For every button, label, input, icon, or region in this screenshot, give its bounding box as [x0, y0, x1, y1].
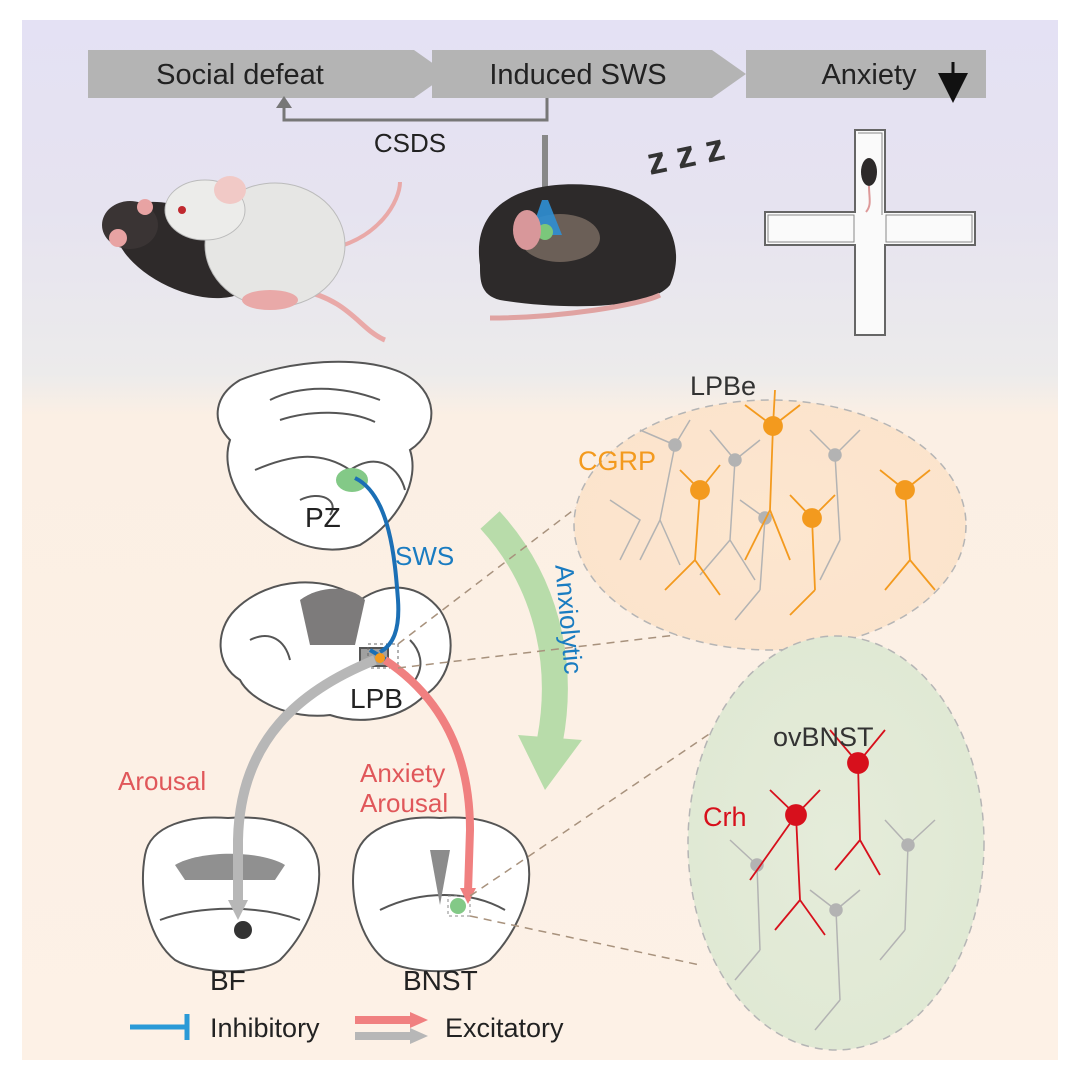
mouse-in-maze	[861, 158, 877, 186]
pz-label: PZ	[305, 502, 341, 533]
ovbnst-title: ovBNST	[773, 722, 874, 752]
bnst-region	[450, 898, 466, 914]
step-social-defeat-arrow	[88, 50, 448, 98]
legend-inhibitory-label: Inhibitory	[210, 1013, 320, 1043]
elevated-plus-maze-illustration	[764, 129, 976, 336]
pz-region	[336, 468, 368, 492]
sws-inhibitory-pathway	[354, 476, 401, 654]
brain-section-bf	[142, 816, 321, 973]
csds-label: CSDS	[374, 128, 446, 158]
ovbnst-crh-neurons	[749, 729, 886, 936]
brain-section-bnst	[352, 816, 531, 973]
legend-excitatory-label: Excitatory	[445, 1013, 564, 1043]
arousal-pathway-label: Arousal	[360, 788, 448, 818]
lpbe-cgrp-neurons	[664, 389, 936, 616]
step-social-defeat-label: Social defeat	[156, 59, 324, 91]
cgrp-soma-2	[690, 480, 710, 500]
step-induced-sws-arrow	[432, 50, 746, 98]
cgrp-soma-1	[763, 416, 783, 436]
sleeping-mouse-illustration: z z z	[478, 126, 728, 321]
cgrp-soma-3	[895, 480, 915, 500]
csds-feedback-arrowhead	[276, 96, 292, 108]
arousal-label: Arousal	[118, 766, 206, 796]
csds-feedback-line	[282, 98, 549, 122]
bnst-zoom-box	[447, 895, 471, 917]
crh-label: Crh	[703, 802, 747, 832]
step-anxiety-box	[746, 50, 986, 98]
crh-soma-1	[847, 752, 869, 774]
ovbnst-inset-ellipse	[687, 635, 985, 1051]
arousal-pathway-to-bf	[233, 655, 377, 905]
lpb-zoom-box	[367, 643, 399, 669]
ovbnst-gray-neurons	[729, 819, 936, 1031]
workflow-bar: Social defeat Induced SWS Anxiety CSDS	[88, 50, 986, 158]
lpbe-gray-neurons	[609, 419, 861, 621]
sws-label: SWS	[395, 541, 454, 571]
crh-soma-2	[785, 804, 807, 826]
arousal-arrowhead	[228, 900, 248, 920]
step-anxiety-label: Anxiety	[821, 59, 917, 91]
cgrp-soma-4	[802, 508, 822, 528]
lpb-cgrp-dot	[375, 653, 385, 663]
legend: Inhibitory Excitatory	[130, 1012, 564, 1044]
lpb-label: LPB	[350, 683, 403, 714]
step-induced-sws-label: Induced SWS	[489, 59, 666, 91]
anxiety-pathway-label: Anxiety	[360, 758, 445, 788]
excitatory-pathway-to-bnst	[382, 656, 475, 893]
anxiolytic-arrowhead	[518, 735, 582, 790]
cgrp-label: CGRP	[578, 446, 656, 476]
lpbe-title: LPBe	[690, 371, 756, 401]
excitatory-arrowhead	[460, 888, 476, 904]
optic-fiber	[542, 135, 548, 205]
anxiolytic-arrow	[480, 511, 568, 743]
bf-region	[234, 921, 252, 939]
bnst-label: BNST	[403, 965, 478, 996]
bf-label: BF	[210, 965, 246, 996]
legend-excitatory-gray-head	[410, 1028, 428, 1044]
social-defeat-mice-illustration	[102, 176, 402, 343]
legend-excitatory-red-head	[410, 1012, 428, 1028]
brain-section-lpb	[219, 581, 452, 721]
